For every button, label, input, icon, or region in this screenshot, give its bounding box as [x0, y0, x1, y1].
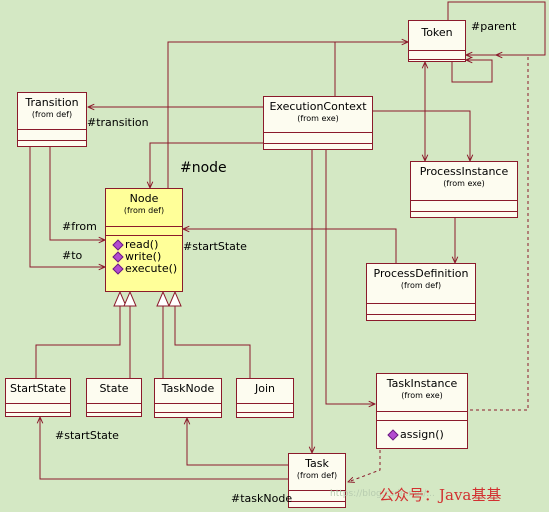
class-state-name: State: [99, 382, 129, 395]
class-transition[interactable]: Transition (from def): [17, 92, 87, 147]
class-execution-context[interactable]: ExecutionContext (from exe): [263, 96, 373, 150]
inheritance-arrow-3: [156, 290, 170, 307]
class-task-node[interactable]: TaskNode: [154, 378, 222, 418]
class-process-instance[interactable]: ProcessInstance (from exe): [410, 161, 518, 218]
operation-execute-label: execute(): [125, 262, 178, 275]
taskinstance-task-dependency: [348, 450, 381, 482]
task-to-tasknode: [187, 418, 288, 466]
class-task-node-name: TaskNode: [161, 382, 215, 395]
label-parent: #parent: [471, 20, 517, 33]
class-start-state[interactable]: StartState: [5, 378, 71, 417]
pd-to-node-startstate: [183, 229, 397, 263]
transition-to-node: [29, 147, 105, 267]
class-process-instance-stereotype: (from exe): [443, 179, 485, 188]
label-to: #to: [62, 249, 83, 262]
taskinstance-token-dependency: [470, 55, 529, 411]
class-process-definition-name: ProcessDefinition: [373, 267, 469, 280]
class-task-instance-stereotype: (from exe): [401, 391, 443, 400]
startstate-extends-node: [35, 292, 121, 378]
class-execution-context-stereotype: (from exe): [297, 114, 339, 123]
ctx-to-node: [150, 142, 263, 188]
label-transition: #transition: [87, 116, 149, 129]
label-node: #node: [180, 160, 227, 176]
class-transition-name: Transition: [25, 96, 79, 109]
class-node-name: Node: [129, 192, 159, 205]
inheritance-arrow-4: [168, 290, 182, 307]
class-node-stereotype: (from def): [123, 206, 165, 215]
class-join[interactable]: Join: [236, 378, 294, 418]
operation-write-label: write(): [125, 250, 162, 263]
class-task-name: Task: [305, 457, 329, 470]
label-start-state-node: #startState: [183, 240, 247, 253]
class-node[interactable]: Node (from def) read() write() execute(): [105, 188, 183, 292]
public-operation-icon: [387, 429, 399, 441]
operation-execute[interactable]: execute(): [106, 263, 182, 275]
public-operation-icon: [112, 239, 124, 251]
operation-write[interactable]: write(): [106, 251, 182, 263]
ctx-to-processinstance: [373, 110, 470, 161]
token-parent-link-2: [451, 58, 493, 83]
public-operation-icon: [112, 263, 124, 275]
class-process-instance-name: ProcessInstance: [419, 165, 509, 178]
class-task-instance[interactable]: TaskInstance (from exe) assign(): [376, 373, 468, 449]
ctx-to-taskinstance: [325, 150, 375, 404]
class-process-definition[interactable]: ProcessDefinition (from def): [366, 263, 476, 321]
class-task[interactable]: Task (from def): [288, 453, 346, 508]
class-task-instance-name: TaskInstance: [386, 377, 458, 390]
class-task-stereotype: (from def): [296, 471, 338, 480]
join-extends-node: [174, 292, 251, 378]
inheritance-arrow-2: [123, 290, 137, 307]
inheritance-arrow-1: [113, 290, 127, 307]
class-execution-context-name: ExecutionContext: [269, 100, 367, 113]
public-operation-icon: [112, 251, 124, 263]
class-token[interactable]: Token: [408, 20, 466, 62]
label-task-node: #taskNode: [231, 492, 293, 505]
task-to-startstate: [40, 417, 288, 480]
operation-read[interactable]: read(): [106, 239, 182, 251]
class-process-definition-stereotype: (from def): [400, 281, 442, 290]
class-transition-stereotype: (from def): [31, 110, 73, 119]
brand-caption: 公众号：Java基基: [379, 486, 502, 504]
operation-assign[interactable]: assign(): [377, 429, 467, 441]
class-join-name: Join: [254, 382, 275, 395]
class-start-state-name: StartState: [10, 382, 66, 395]
class-state[interactable]: State: [86, 378, 142, 417]
operation-assign-label: assign(): [400, 428, 444, 441]
label-from: #from: [62, 220, 97, 233]
operation-read-label: read(): [125, 238, 159, 251]
transition-from-node: [49, 147, 105, 240]
class-token-name: Token: [421, 26, 453, 39]
label-start-state-bottom: #startState: [55, 429, 119, 442]
ctx-to-token: [167, 42, 408, 190]
watermark-url: https://blog.csdn.net/...: [330, 489, 435, 499]
